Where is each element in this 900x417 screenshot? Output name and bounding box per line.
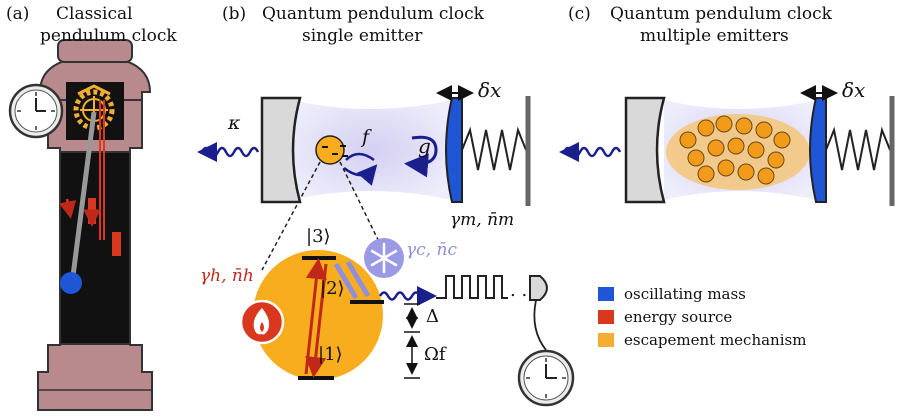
delta-x-label-b: δx [478,78,502,102]
cold-transition-arrow [333,262,359,300]
legend-item: oscillating mass [598,285,746,303]
coupling-g-arrow [404,135,438,178]
level-1-label: |1⟩ [318,344,343,365]
left-mirror-c [624,96,666,204]
panel-c-tag: (c) [568,4,591,24]
emitter-atoms-c [679,115,791,185]
legend-swatch-oscillating-mass [598,287,614,301]
panel-b-title-1: Quantum pendulum clock [262,4,484,24]
spring-b [461,126,527,171]
detector-cable [533,299,547,351]
flame-icon [239,299,285,345]
legend-item: escapement mechanism [598,331,806,349]
spring-c [825,126,891,171]
panel-c-title-2: multiple emitters [640,26,789,46]
panel-b-title-2: single emitter [302,26,423,46]
left-mirror-b [260,96,302,204]
clock-face-icon [8,83,64,139]
legend-swatch-escapement [598,333,614,347]
panel-a-title-2: pendulum clock [40,26,177,46]
hot-down-arrow [305,263,328,378]
detector-icon [529,275,548,301]
legend-label: energy source [624,308,733,326]
gamma-c-label: γc, n̄c [406,240,457,260]
emitter-atom-b [315,135,345,165]
omega-f-label: Ωf [424,344,446,365]
oscillating-mirror-b [445,97,463,203]
oscillating-mirror-c [809,97,827,203]
delta-x-label-c: δx [842,78,866,102]
delta-label: Δ [426,306,439,327]
gamma-h-label: γh, n̄h [200,266,254,286]
grandfather-clock [37,39,153,411]
weight-large [112,232,121,256]
readout-clock-icon [517,349,575,407]
legend-label: escapement mechanism [624,331,807,349]
snowflake-icon [364,238,404,278]
emission-f-arrow [343,164,378,186]
level-3-label: |3⟩ [306,226,331,247]
panel-a-title-1: Classical [56,4,133,24]
kappa-label: κ [228,112,241,134]
legend-swatch-energy-source [598,310,614,324]
panel-a-tag: (a) [6,4,30,24]
pulse-train [436,275,508,299]
pendulum-bob [60,272,82,294]
pendulum-rod [70,111,97,277]
panel-c-title-1: Quantum pendulum clock [610,4,832,24]
g-label: g [418,134,431,158]
legend-item: energy source [598,308,732,326]
gamma-m-label: γm, n̄m [450,210,515,230]
zoom-line-right [339,161,385,253]
level-2-label: |2⟩ [320,278,345,299]
legend-label: oscillating mass [624,285,746,303]
f-label: f [362,126,370,148]
hot-up-arrow [304,258,327,375]
emitter-atom-zoom [253,250,383,380]
pulse-dots: . . [510,280,528,301]
panel-b-tag: (b) [222,4,247,24]
emitted-photon-wave [378,291,422,301]
